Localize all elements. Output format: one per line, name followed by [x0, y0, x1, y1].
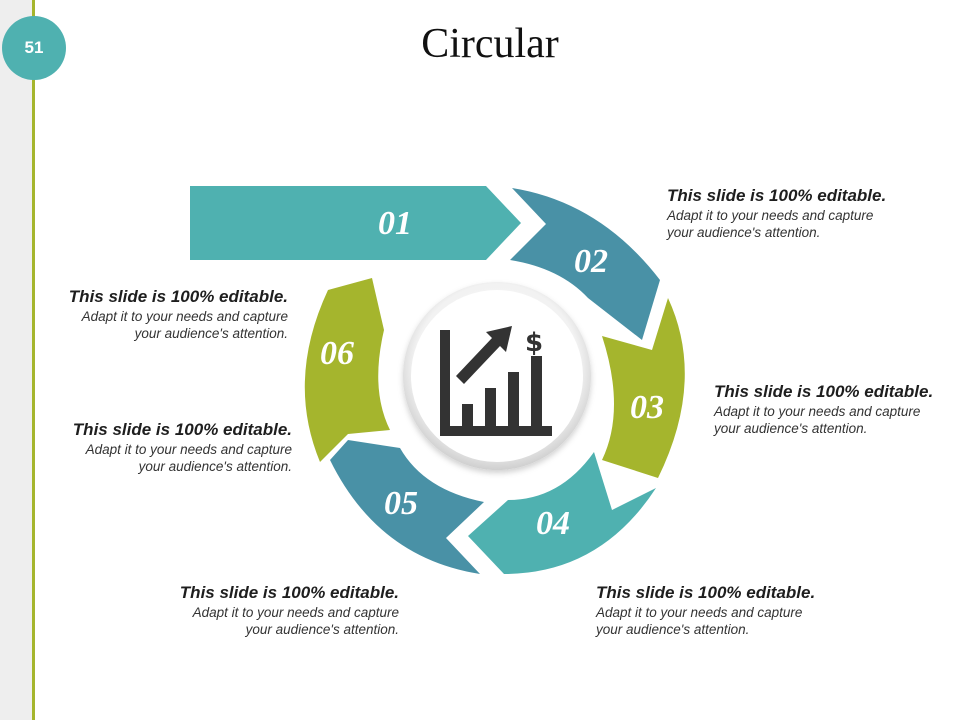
callout-body-line: your audience's attention.: [714, 421, 868, 436]
callout-body-line: Adapt it to your needs and capture: [667, 208, 874, 223]
left-side-band: [0, 0, 32, 720]
step-02-arrow: [510, 188, 660, 340]
callout-heading: This slide is 100% editable.: [179, 583, 399, 602]
callout-step-06: This slide is 100% editable. Adapt it to…: [38, 287, 288, 342]
step-03-number: 03: [630, 389, 664, 426]
step-03-arrow: [602, 298, 685, 478]
callout-heading: This slide is 100% editable.: [68, 287, 288, 306]
step-06-number: 06: [320, 335, 354, 372]
callout-heading: This slide is 100% editable.: [714, 382, 934, 401]
callout-body: Adapt it to your needs and capture your …: [667, 207, 917, 241]
slide-title: Circular: [421, 21, 559, 67]
callout-heading: This slide is 100% editable.: [667, 186, 887, 205]
callout-step-02: This slide is 100% editable. Adapt it to…: [667, 186, 917, 241]
callout-body-line: your audience's attention.: [138, 459, 292, 474]
callout-body-line: Adapt it to your needs and capture: [714, 404, 921, 419]
callout-step-05: This slide is 100% editable. Adapt it to…: [149, 583, 399, 638]
page-number-badge: 51: [2, 16, 66, 80]
svg-text:$: $: [525, 328, 543, 358]
callout-body: Adapt it to your needs and capture your …: [42, 441, 292, 475]
callout-step-05-upper: This slide is 100% editable. Adapt it to…: [42, 420, 292, 475]
step-04-number: 04: [536, 505, 570, 542]
callout-body: Adapt it to your needs and capture your …: [596, 604, 846, 638]
callout-body-line: your audience's attention.: [596, 622, 750, 637]
callout-body-line: your audience's attention.: [245, 622, 399, 637]
callout-body: Adapt it to your needs and capture your …: [38, 308, 288, 342]
callout-body-line: your audience's attention.: [667, 225, 821, 240]
callout-body-line: Adapt it to your needs and capture: [596, 605, 803, 620]
step-06-arrow: [304, 278, 390, 462]
callout-body: Adapt it to your needs and capture your …: [149, 604, 399, 638]
step-01-arrow: [190, 186, 521, 260]
callout-body-line: Adapt it to your needs and capture: [81, 309, 288, 324]
callout-step-03: This slide is 100% editable. Adapt it to…: [714, 382, 960, 437]
callout-body-line: Adapt it to your needs and capture: [192, 605, 399, 620]
step-05-number: 05: [384, 485, 418, 522]
step-02-number: 02: [574, 243, 608, 280]
callout-heading: This slide is 100% editable.: [596, 583, 816, 602]
callout-step-04: This slide is 100% editable. Adapt it to…: [596, 583, 846, 638]
step-04-arrow: [468, 452, 656, 574]
left-accent-line: [32, 0, 35, 720]
chart-growth-dollar-icon: $: [440, 326, 552, 436]
step-05-arrow: [330, 440, 484, 574]
callout-body: Adapt it to your needs and capture your …: [714, 403, 960, 437]
step-01-number: 01: [378, 205, 412, 242]
center-hub: [403, 282, 591, 470]
callout-body-line: your audience's attention.: [134, 326, 288, 341]
callout-body-line: Adapt it to your needs and capture: [85, 442, 292, 457]
callout-heading: This slide is 100% editable.: [72, 420, 292, 439]
